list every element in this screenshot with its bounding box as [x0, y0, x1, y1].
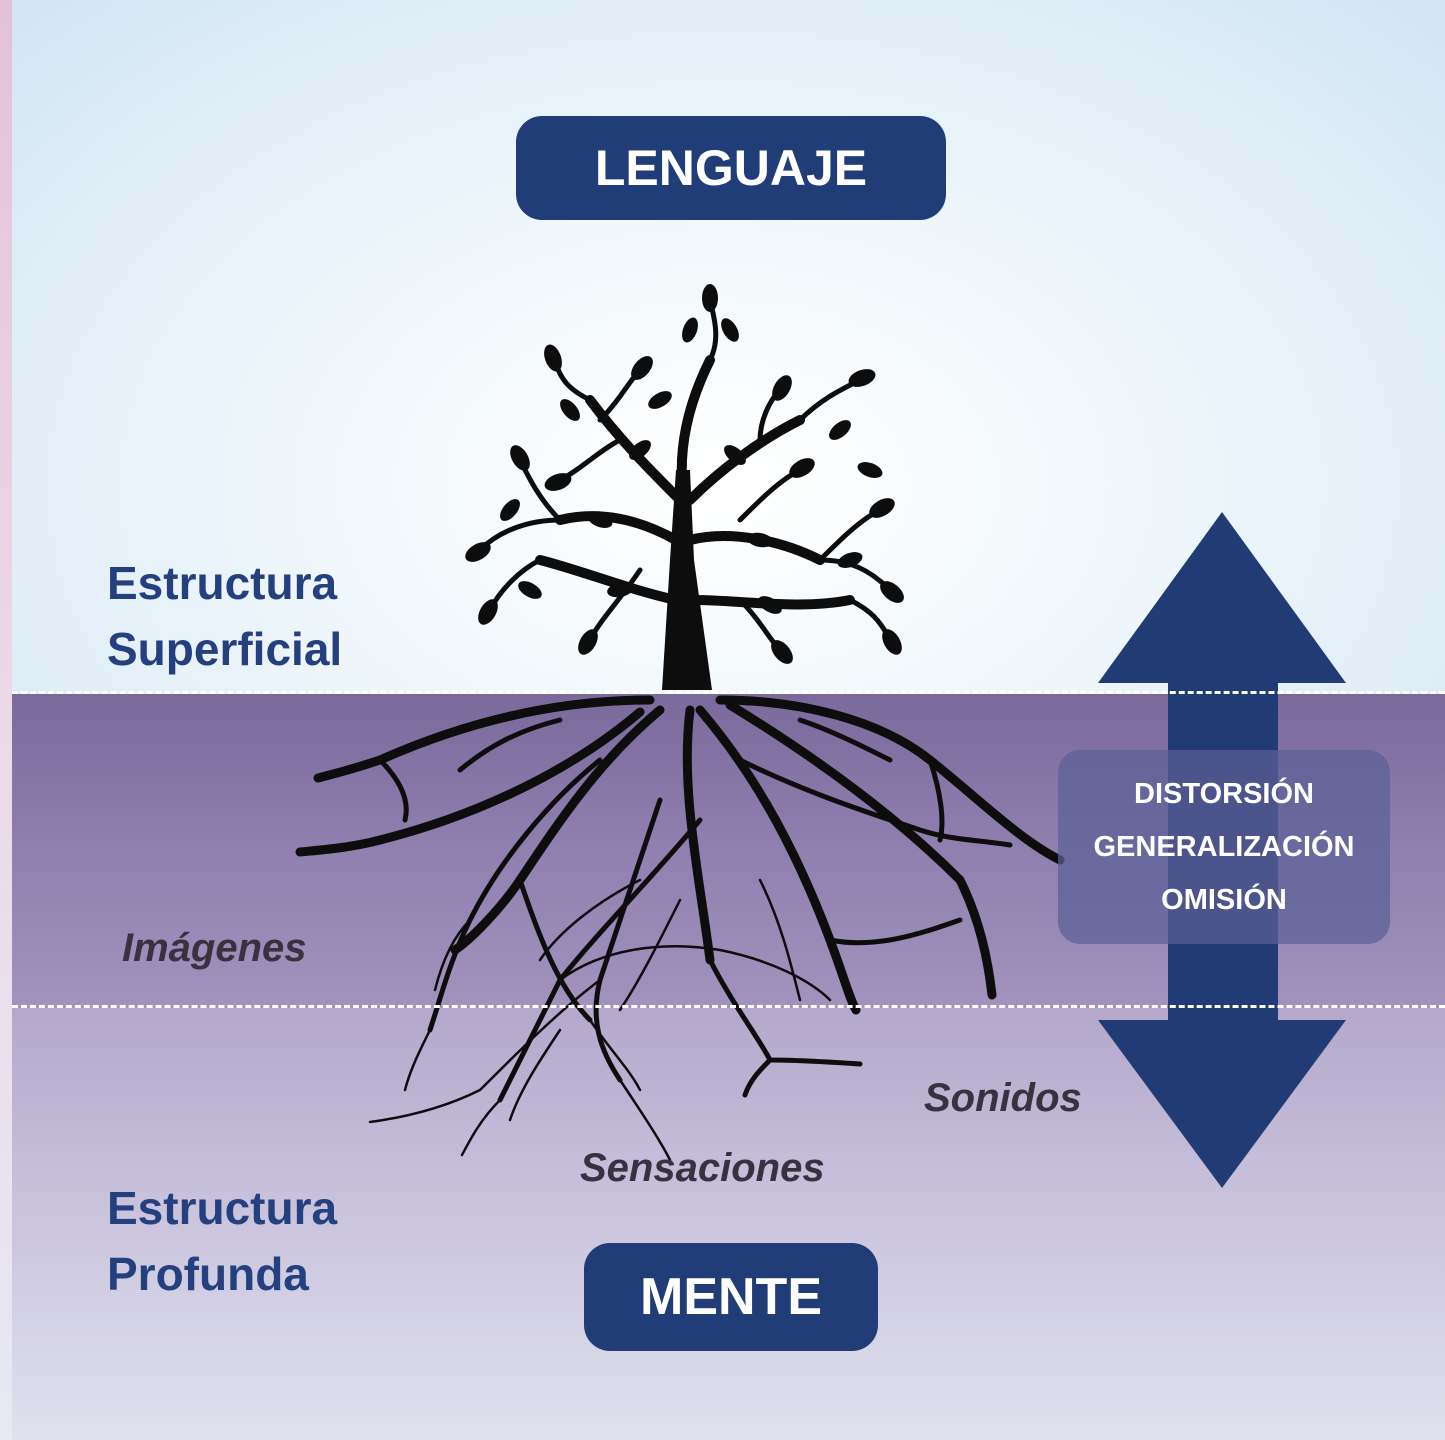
surface-structure-line-1: Estructura — [107, 557, 338, 609]
mind-label: MENTE — [584, 1243, 878, 1351]
process-omission: OMISIÓN — [1161, 883, 1287, 916]
images-label: Imágenes — [122, 926, 307, 970]
deep-divider-line — [12, 1005, 1445, 1008]
surface-structure-line-2: Superficial — [107, 623, 343, 675]
process-distortion: DISTORSIÓN — [1134, 777, 1314, 810]
language-label: LENGUAJE — [516, 116, 946, 220]
filter-processes-box: DISTORSIÓN GENERALIZACIÓN OMISIÓN — [1058, 750, 1390, 944]
left-edge-strip — [0, 0, 12, 1440]
sounds-label: Sonidos — [924, 1076, 1082, 1120]
deep-structure-label: Estructura Profunda — [107, 1175, 337, 1307]
tree-with-roots-icon — [295, 284, 1065, 1162]
deep-structure-line-2: Profunda — [107, 1248, 309, 1300]
deep-structure-line-1: Estructura — [107, 1182, 338, 1234]
surface-structure-label: Estructura Superficial — [107, 550, 342, 682]
process-generalization: GENERALIZACIÓN — [1093, 830, 1355, 863]
sensations-label: Sensaciones — [580, 1146, 825, 1190]
surface-divider-line — [12, 691, 1445, 694]
